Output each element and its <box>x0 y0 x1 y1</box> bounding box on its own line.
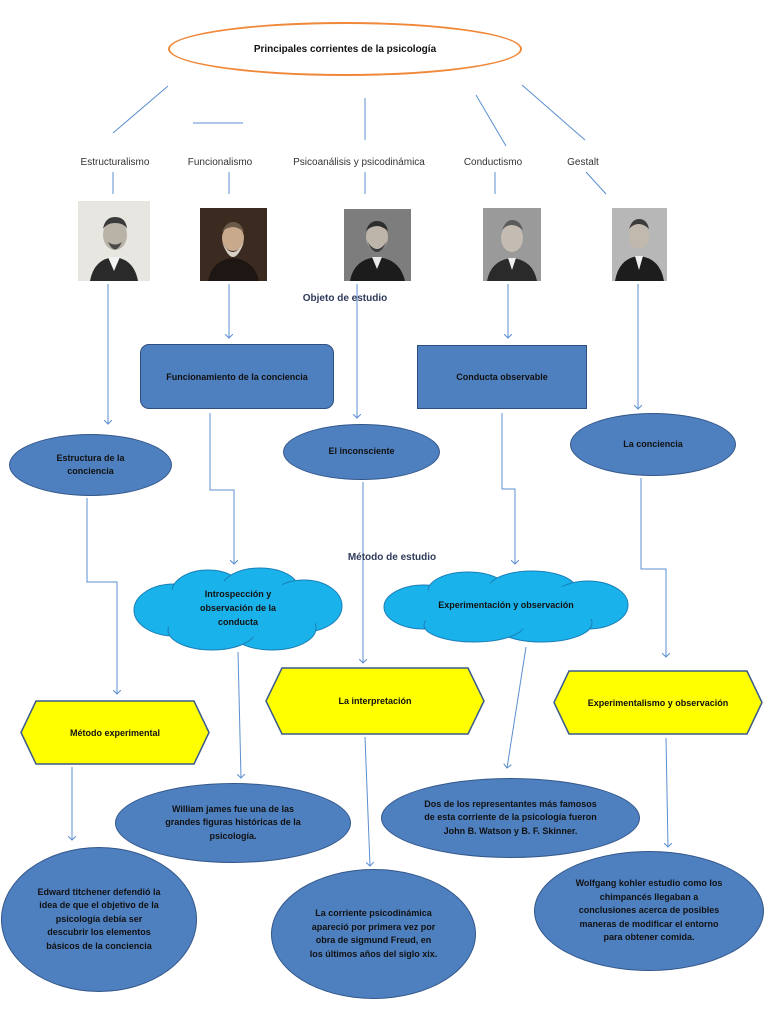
portrait-skinner <box>483 208 541 281</box>
note-kohler: Wolfgang kohler estudio como los chimpan… <box>534 851 764 971</box>
cloud-experimentacion: Experimentación y observación <box>382 569 630 643</box>
hex-metodo-experimental: Método experimental <box>20 700 210 765</box>
section-metodo-estudio: Método de estudio <box>347 551 437 563</box>
hex-la-interpretacion: La interpretación <box>265 667 485 735</box>
node-funcionamiento-conciencia: Funcionamiento de la conciencia <box>140 344 334 409</box>
portrait-kohler <box>612 208 667 281</box>
note-watson-skinner: Dos de los representantes más famosos de… <box>381 778 640 858</box>
cloud-introspeccion: Introspección y observación de la conduc… <box>132 566 344 652</box>
portrait-titchener <box>78 201 150 281</box>
portrait-freud <box>344 209 411 281</box>
branch-funcionalismo: Funcionalismo <box>187 156 253 168</box>
hex-experimentalismo: Experimentalismo y observación <box>553 670 763 735</box>
title-node: Principales corrientes de la psicología <box>168 22 522 76</box>
branch-psicoanalisis: Psicoanálisis y psicodinámica <box>293 156 425 168</box>
note-william-james: William james fue una de las grandes fig… <box>115 783 351 863</box>
branch-gestalt: Gestalt <box>567 156 599 168</box>
title-text: Principales corrientes de la psicología <box>253 43 437 55</box>
node-la-conciencia: La conciencia <box>570 413 736 476</box>
note-titchener: Edward titchener defendió la idea de que… <box>1 847 197 992</box>
branch-conductismo: Conductismo <box>463 156 523 168</box>
node-inconsciente: El inconsciente <box>283 424 440 480</box>
node-conducta-observable: Conducta observable <box>417 345 587 409</box>
node-estructura-conciencia: Estructura de la conciencia <box>9 434 172 496</box>
branch-estructuralismo: Estructuralismo <box>80 156 150 168</box>
section-objeto-estudio: Objeto de estudio <box>302 292 388 304</box>
note-freud: La corriente psicodinámica apareció por … <box>271 869 476 999</box>
portrait-james <box>200 208 267 281</box>
